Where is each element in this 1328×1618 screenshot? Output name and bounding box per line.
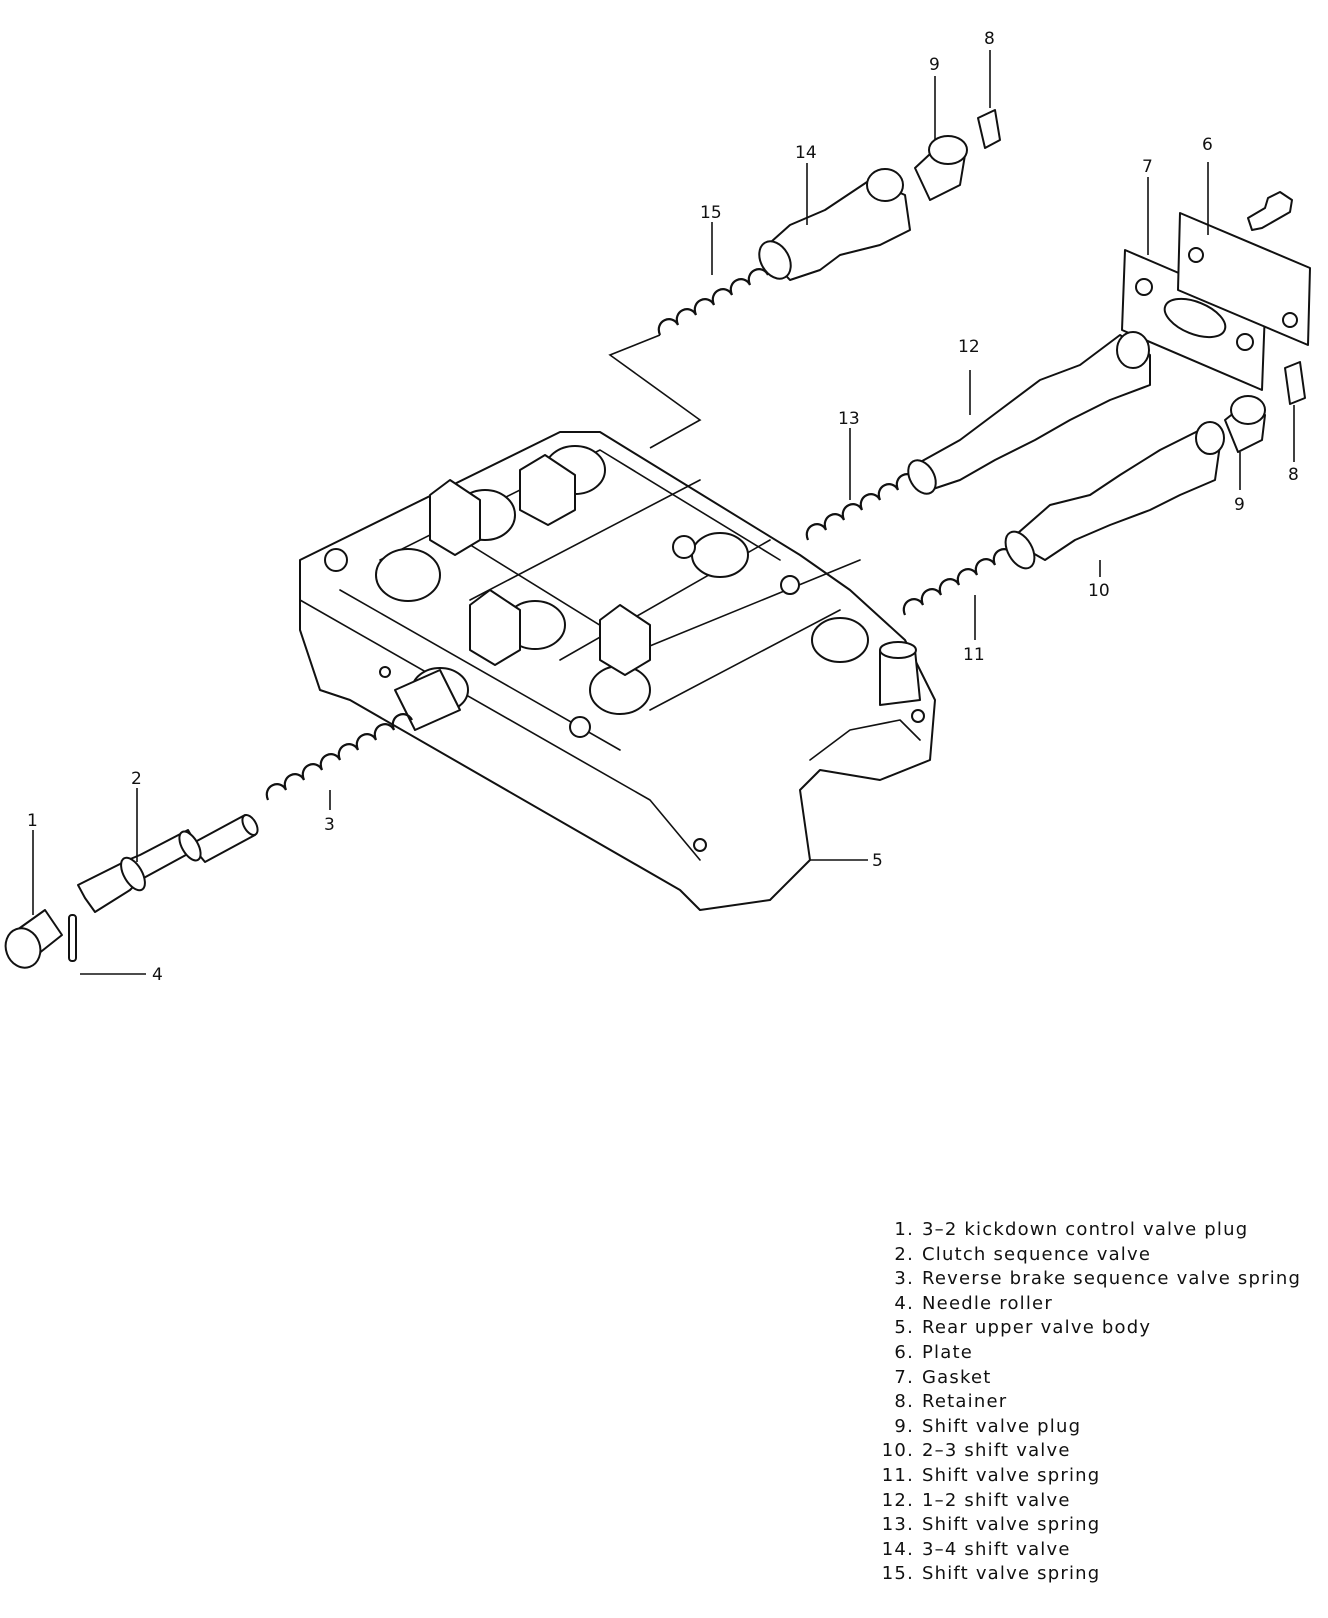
callout-1: 1 xyxy=(27,811,38,831)
callout-9-top: 9 xyxy=(929,55,940,75)
shift-valve-3-4-part xyxy=(758,168,911,281)
leader-lines xyxy=(32,50,1295,975)
legend-item: 1.3–2 kickdown control valve plug xyxy=(894,1219,1249,1240)
legend-item: 6.Plate xyxy=(894,1341,974,1363)
legend-item: 12.1–2 shift valve xyxy=(881,1489,1071,1511)
callout-3: 3 xyxy=(324,815,335,835)
legend-item: 9.Shift valve plug xyxy=(894,1415,1082,1437)
callout-11: 11 xyxy=(963,645,985,665)
callout-5: 5 xyxy=(872,851,883,871)
legend-item: 10.2–3 shift valve xyxy=(881,1440,1071,1462)
legend-item: 5.Rear upper valve body xyxy=(894,1317,1152,1339)
legend-item: 13.Shift valve spring xyxy=(881,1514,1101,1536)
legend-item: 2.Clutch sequence valve xyxy=(894,1243,1152,1265)
callout-10: 10 xyxy=(1088,581,1110,601)
legend-item: 14.3–4 shift valve xyxy=(881,1538,1071,1560)
callout-8-right: 8 xyxy=(1288,465,1299,485)
kickdown-plug-part xyxy=(4,909,63,969)
shift-valve-spring-13-part xyxy=(805,473,917,541)
shift-valve-spring-11-part xyxy=(902,548,1014,616)
reverse-brake-spring-part xyxy=(265,713,413,801)
callout-labels: 1 2 3 4 5 6 7 8 8 9 9 10 11 12 13 14 15 xyxy=(27,29,1299,985)
callout-4: 4 xyxy=(152,965,163,985)
retainer-8a-part xyxy=(977,109,1001,149)
callout-9-right: 9 xyxy=(1234,495,1245,515)
legend-item: 11.Shift valve spring xyxy=(881,1464,1101,1486)
retainer-8b-part xyxy=(1284,361,1306,405)
parts-legend: 1.3–2 kickdown control valve plug 2.Clut… xyxy=(868,1218,1318,1587)
legend-item: 4.Needle roller xyxy=(894,1292,1053,1314)
legend-item: 15.Shift valve spring xyxy=(881,1563,1101,1585)
callout-15: 15 xyxy=(700,203,722,223)
gasket-part xyxy=(1121,249,1266,391)
callout-2: 2 xyxy=(131,769,142,789)
callout-12: 12 xyxy=(958,337,980,357)
needle-roller-part xyxy=(68,914,77,962)
shift-valve-plug-9a-part xyxy=(914,135,968,201)
plate-part xyxy=(1177,212,1311,346)
rear-upper-valve-body xyxy=(299,431,936,911)
callout-14: 14 xyxy=(795,143,817,163)
shift-valve-plug-9b-part xyxy=(1224,395,1266,453)
legend-item: 8.Retainer xyxy=(894,1391,1008,1413)
shift-valve-spring-15-part xyxy=(657,268,769,336)
legend-item: 7.Gasket xyxy=(894,1366,992,1388)
clutch-sequence-valve-part xyxy=(77,814,259,913)
callout-13: 13 xyxy=(838,409,860,429)
callout-8-top: 8 xyxy=(984,29,995,49)
legend-item: 3.Reverse brake sequence valve spring xyxy=(894,1268,1302,1290)
callout-6: 6 xyxy=(1202,135,1213,155)
callout-7: 7 xyxy=(1142,157,1153,177)
bolt-part xyxy=(1247,191,1293,231)
shift-valve-1-2-part xyxy=(907,331,1151,495)
shift-valve-2-3-part xyxy=(1004,421,1225,570)
